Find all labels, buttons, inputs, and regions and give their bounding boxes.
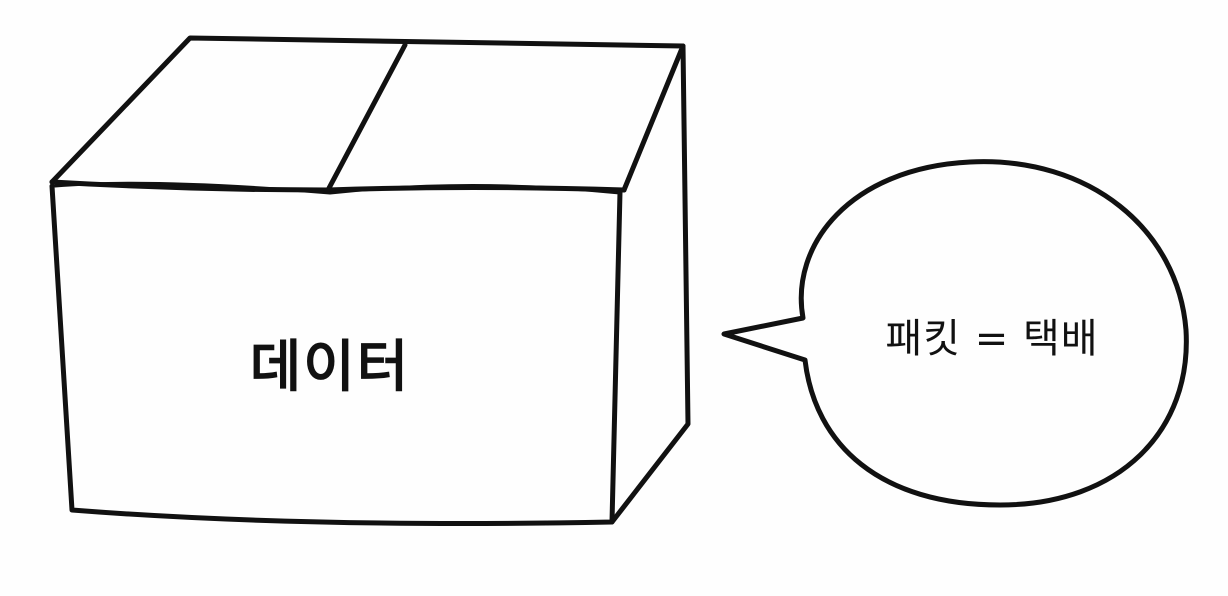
speech-bubble-icon — [721, 159, 1189, 508]
box-label: 데이터 — [249, 335, 411, 400]
cardboard-box-icon — [49, 35, 691, 526]
box-side-face — [609, 43, 691, 525]
box-top-face — [49, 35, 686, 193]
box-flap-bulge — [53, 181, 622, 195]
box-front-face — [49, 183, 623, 526]
speech-bubble-text: 패킷 = 택배 — [885, 316, 1099, 362]
box-lid-seam — [325, 42, 408, 193]
